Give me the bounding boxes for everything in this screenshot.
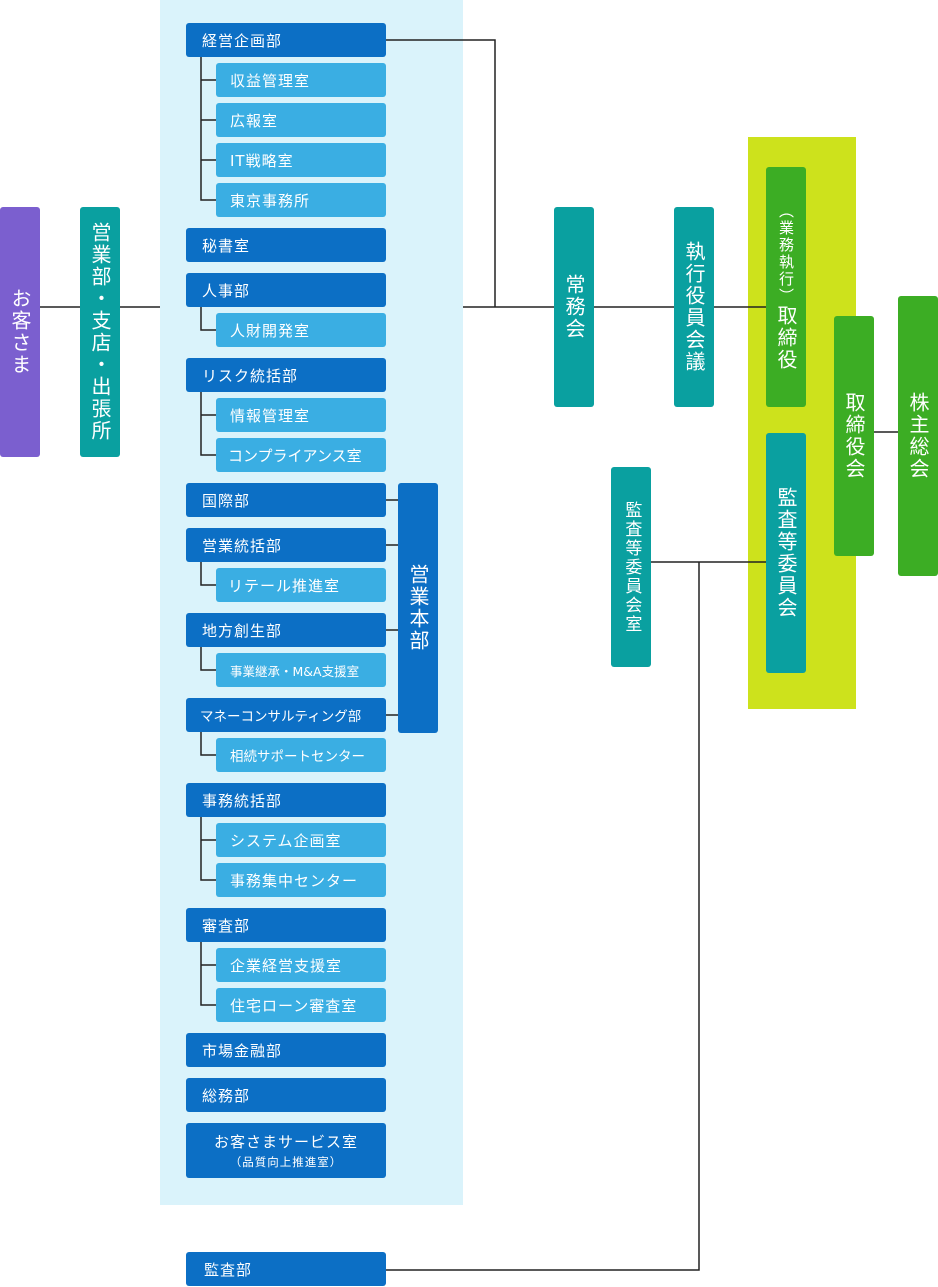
sub-dept-joho[interactable]: 情報管理室 [216,398,386,432]
sub-dept-label: 事務集中センター [230,871,359,890]
audit-dept-label: 監査部 [204,1260,253,1279]
jomukai-label: 常務会 [562,274,586,340]
dept-label: 営業統括部 [202,536,283,555]
dept-kokusai[interactable]: 国際部 [186,483,386,517]
dept-label: 市場金融部 [202,1041,283,1060]
dept-jimu[interactable]: 事務統括部 [186,783,386,817]
dept-eigyo[interactable]: 営業統括部 [186,528,386,562]
sub-dept-label: 事業継承・M&A支援室 [230,663,360,679]
audit-dept-box[interactable]: 監査部 [186,1252,386,1286]
dept-label: 審査部 [202,916,251,935]
sub-dept-label: 広報室 [230,111,279,130]
jomukai-box[interactable]: 常務会 [554,207,594,407]
customer-label: お客さま [8,288,32,376]
directors-exec-text: （業務執行）取締役 [774,203,798,371]
executive-meeting-label: 執行役員会議 [682,241,706,373]
branches-label: 営業部・支店・出張所 [88,222,112,442]
board-box[interactable]: 取締役会 [834,316,874,556]
sub-dept-label: 東京事務所 [230,191,311,210]
sub-dept-label: 企業経営支援室 [230,956,343,975]
shareholders-box[interactable]: 株主総会 [898,296,938,576]
dept-label: 国際部 [202,491,251,510]
audit-committee-office-label: 監査等委員会室 [621,500,642,634]
dept-somu[interactable]: 総務部 [186,1078,386,1112]
sub-dept-label: 相続サポートセンター [230,749,365,765]
sub-dept-kigyo[interactable]: 企業経営支援室 [216,948,386,982]
sub-dept-jinzai[interactable]: 人財開発室 [216,313,386,347]
dept-shinsa[interactable]: 審査部 [186,908,386,942]
sales-hq-label: 営業本部 [406,564,430,652]
sub-dept-label: 収益管理室 [230,71,311,90]
sub-dept-jigyo[interactable]: 事業継承・M&A支援室 [216,653,386,687]
dept-label: 秘書室 [202,236,251,255]
shareholders-label: 株主総会 [906,392,930,480]
directors-exec-label: 取締役 [774,305,798,371]
sub-dept-retail[interactable]: リテール推進室 [216,568,386,602]
sub-dept-koho[interactable]: 広報室 [216,103,386,137]
sales-hq-box[interactable]: 営業本部 [398,483,438,733]
branches-box[interactable]: 営業部・支店・出張所 [80,207,120,457]
sub-dept-tokyo[interactable]: 東京事務所 [216,183,386,217]
dept-label: 経営企画部 [202,31,283,50]
dept-sublabel: （品質向上推進室） [229,1155,343,1169]
dept-label: 総務部 [202,1086,251,1105]
dept-label: 人事部 [202,281,251,300]
dept-money[interactable]: マネーコンサルティング部 [186,698,386,732]
dept-label: 事務統括部 [202,791,283,810]
sub-dept-label: 人財開発室 [230,321,311,340]
audit-committee-label: 監査等委員会 [774,487,798,619]
sub-dept-label: IT戦略室 [230,151,294,170]
sub-dept-compliance[interactable]: コンプライアンス室 [216,438,386,472]
customer-box[interactable]: お客さま [0,207,40,457]
sub-dept-shueki[interactable]: 収益管理室 [216,63,386,97]
dept-risk[interactable]: リスク統括部 [186,358,386,392]
audit-committee-office-box[interactable]: 監査等委員会室 [611,467,651,667]
executive-meeting-box[interactable]: 執行役員会議 [674,207,714,407]
dept-shijo[interactable]: 市場金融部 [186,1033,386,1067]
dept-label: マネーコンサルティング部 [200,709,362,725]
directors-exec-paren: （業務執行） [777,203,795,305]
sub-dept-jutaku[interactable]: 住宅ローン審査室 [216,988,386,1022]
audit-committee-box[interactable]: 監査等委員会 [766,433,806,673]
dept-hisho[interactable]: 秘書室 [186,228,386,262]
sub-dept-label: システム企画室 [230,831,342,850]
dept-jinji[interactable]: 人事部 [186,273,386,307]
sub-dept-jimushuchu[interactable]: 事務集中センター [216,863,386,897]
sub-dept-it[interactable]: IT戦略室 [216,143,386,177]
sub-dept-label: コンプライアンス室 [228,446,362,465]
board-label: 取締役会 [842,392,866,480]
dept-service[interactable]: お客さまサービス室 （品質向上推進室） [186,1123,386,1178]
sub-dept-label: 情報管理室 [230,406,311,425]
dept-label: お客さまサービス室 [213,1133,358,1151]
sub-dept-sozoku[interactable]: 相続サポートセンター [216,738,386,772]
sub-dept-label: 住宅ローン審査室 [230,996,358,1015]
dept-label: 地方創生部 [202,621,283,640]
sub-dept-label: リテール推進室 [228,576,341,595]
sub-dept-system[interactable]: システム企画室 [216,823,386,857]
dept-chiho[interactable]: 地方創生部 [186,613,386,647]
directors-exec-box[interactable]: （業務執行）取締役 [766,167,806,407]
dept-label: リスク統括部 [202,366,299,385]
dept-keiei[interactable]: 経営企画部 [186,23,386,57]
